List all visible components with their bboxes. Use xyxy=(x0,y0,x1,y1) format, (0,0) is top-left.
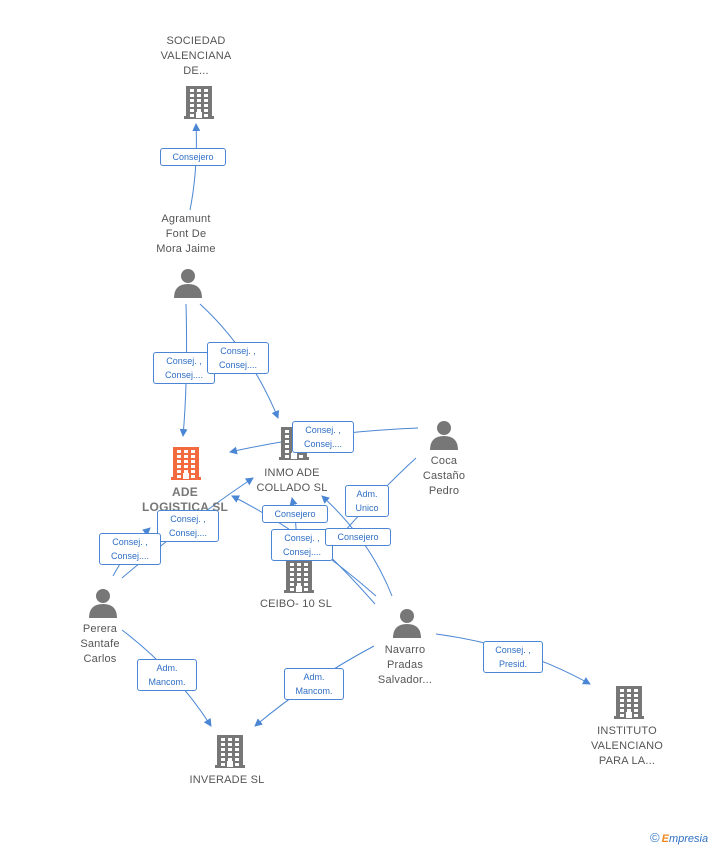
node-label-line: SOCIEDAD xyxy=(166,35,226,47)
edge-label-line: Consejero xyxy=(274,509,316,519)
edge-label-line: Consej.... xyxy=(110,551,150,561)
building-icon xyxy=(184,86,214,119)
edge-label-line: Consej.... xyxy=(164,370,204,380)
edge-label-line: Consej. , xyxy=(112,537,148,547)
edge-label-line: Consej. , xyxy=(495,645,531,655)
node-label-line: Mora Jaime xyxy=(156,243,216,255)
node-sociedad-valenciana[interactable]: SOCIEDAD VALENCIANA DE... xyxy=(146,34,246,79)
edge-label-consej[interactable]: Consej. , Consej.... xyxy=(99,533,161,565)
building-icon xyxy=(614,686,644,719)
node-label-line: PARA LA... xyxy=(598,755,656,767)
edge-label-consejero[interactable]: Consejero xyxy=(262,505,328,523)
edge-label-consej-presid[interactable]: Consej. , Presid. xyxy=(483,641,543,673)
person-icon xyxy=(174,269,202,298)
node-label-line: Font De xyxy=(165,228,207,240)
edge-label-line: Consej. , xyxy=(284,533,320,543)
brand-initial: E xyxy=(661,833,669,845)
node-instituto-valenciano[interactable]: INSTITUTO VALENCIANO PARA LA... xyxy=(577,724,677,769)
node-label-line: Salvador... xyxy=(377,674,433,686)
node-label-line: ADE xyxy=(172,485,198,499)
edge-label-line: Mancom. xyxy=(295,686,333,696)
node-label-line: Pedro xyxy=(428,485,460,497)
node-label-line: Pradas xyxy=(386,659,424,671)
edge-label-line: Consej. , xyxy=(305,425,341,435)
edge-label-line: Consej.... xyxy=(218,360,258,370)
edge-label-consej[interactable]: Consej. , Consej.... xyxy=(292,421,354,453)
node-label-line: Castaño xyxy=(422,470,466,482)
node-label-line: Perera xyxy=(82,623,118,635)
node-label-line: CEIBO- 10 SL xyxy=(259,598,333,610)
edge-label-line: Adm. xyxy=(303,672,325,682)
edge-label-line: Consej.... xyxy=(282,547,322,557)
node-label-line: Navarro xyxy=(384,644,426,656)
edge-label-line: Adm. xyxy=(356,489,378,499)
edge-label-line: Consej.... xyxy=(168,528,208,538)
edge-label-line: Consej. , xyxy=(220,346,256,356)
node-label-line: INVERADE SL xyxy=(189,774,265,786)
edge-label-line: Consejero xyxy=(337,532,379,542)
empresia-brand[interactable]: ©Empresia xyxy=(650,830,708,845)
edge-label-adm-mancom[interactable]: Adm. Mancom. xyxy=(284,668,344,700)
node-label-line: DE... xyxy=(183,65,209,77)
node-inmo-ade-collado[interactable]: INMO ADE COLLADO SL xyxy=(242,466,342,496)
person-icon xyxy=(430,421,458,450)
building-icon xyxy=(215,735,245,768)
node-label-line: COLLADO SL xyxy=(256,482,328,494)
node-label-line: Agramunt xyxy=(161,213,211,225)
node-label-line: INMO ADE xyxy=(264,467,320,479)
brand-name: mpresia xyxy=(668,833,709,845)
edge-label-consej[interactable]: Consej. , Consej.... xyxy=(271,529,333,561)
edge-label-adm-mancom[interactable]: Adm. Mancom. xyxy=(137,659,197,691)
building-icon xyxy=(284,560,314,593)
edge-label-consej[interactable]: Consej. , Consej.... xyxy=(207,342,269,374)
edge-label-line: Consejero xyxy=(172,152,214,162)
copyright-icon: © xyxy=(650,830,660,845)
edge-label-line: Unico xyxy=(355,503,379,513)
edge-label-consej[interactable]: Consej. , Consej.... xyxy=(157,510,219,542)
edge-label-line: Mancom. xyxy=(148,677,186,687)
node-label-line: VALENCIANA xyxy=(160,50,232,62)
person-icon xyxy=(89,589,117,618)
edge-label-line: Consej. , xyxy=(170,514,206,524)
node-label-line: Santafe xyxy=(80,638,120,650)
edge-label-line: Consej. , xyxy=(166,356,202,366)
edge-label-consejero[interactable]: Consejero xyxy=(160,148,226,166)
node-label-line: Coca xyxy=(430,455,458,467)
edge-label-consejero[interactable]: Consejero xyxy=(325,528,391,546)
node-label-line: VALENCIANO xyxy=(590,740,664,752)
edge-label-line: Adm. xyxy=(156,663,178,673)
edge-label-adm-unico[interactable]: Adm. Unico xyxy=(345,485,389,517)
edge-label-line: Presid. xyxy=(498,659,527,669)
building-icon-highlight xyxy=(171,447,201,480)
edge-agramunt-sociedad xyxy=(189,123,201,211)
node-ceibo[interactable]: CEIBO- 10 SL xyxy=(246,597,346,612)
node-label-line: Carlos xyxy=(83,653,117,665)
person-icon xyxy=(393,609,421,638)
node-label-line: INSTITUTO xyxy=(597,725,657,737)
edge-label-consej[interactable]: Consej. , Consej.... xyxy=(153,352,215,384)
edge-label-line: Consej.... xyxy=(303,439,343,449)
node-inverade[interactable]: INVERADE SL xyxy=(177,773,277,788)
